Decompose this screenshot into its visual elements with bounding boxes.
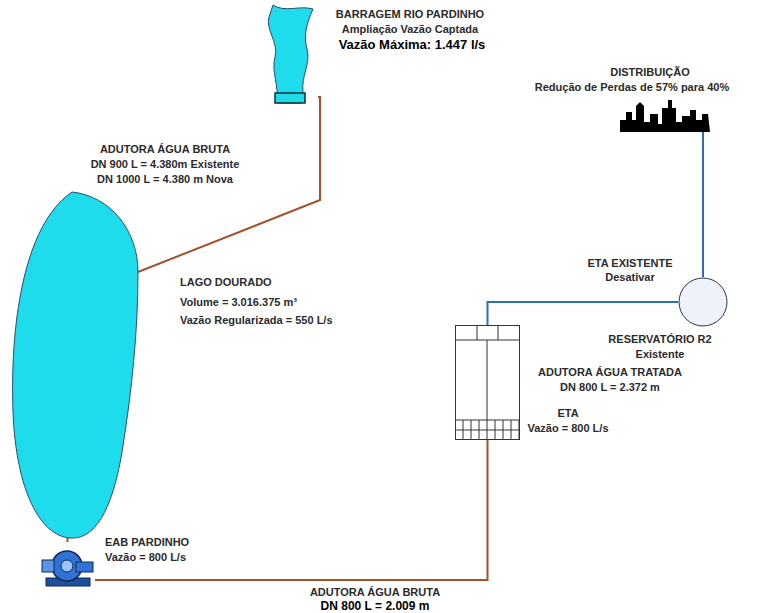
pipeline-label: ETA EXISTENTE — [588, 257, 673, 270]
treatment-plant-outline — [455, 325, 520, 440]
node-heading: ETA — [557, 407, 578, 420]
node-detail: Existente — [636, 348, 685, 361]
lake-outline — [10, 190, 140, 540]
pump-symbol: EAB PARDINHOVazão = 800 L/s — [40, 542, 95, 590]
node-detail: Redução de Perdas de 57% para 40% — [535, 81, 729, 94]
pipeline-label: ADUTORA ÁGUA TRATADA — [538, 366, 682, 379]
reservoir-circle-outline — [678, 277, 728, 327]
pipeline-label: DN 1000 L = 4.380 m Nova — [97, 173, 233, 186]
pipeline-label: Desativar — [605, 271, 655, 284]
node-detail: Vazão Máxima: 1.447 l/s — [339, 38, 486, 53]
pipeline-label: ADUTORA ÁGUA BRUTA — [310, 586, 440, 599]
node-heading: BARRAGEM RIO PARDINHO — [336, 8, 484, 21]
node-heading: EAB PARDINHO — [105, 536, 189, 549]
pipeline — [703, 132, 704, 277]
node-heading: RESERVATÓRIO R2 — [608, 333, 711, 346]
pipeline-label: ADUTORA ÁGUA BRUTA — [100, 143, 230, 156]
pipeline-label: DN 800 L = 2.372 m — [560, 381, 660, 394]
pipeline — [95, 440, 488, 580]
river-dam: BARRAGEM RIO PARDINHOAmpliação Vazão Cap… — [255, 5, 320, 105]
treatment-plant: ETAVazão = 800 L/s — [455, 325, 520, 440]
node-detail: Volume = 3.016.375 m³ — [180, 296, 297, 309]
node-heading: LAGO DOURADO — [180, 276, 272, 289]
pipeline — [488, 302, 679, 325]
city-skyline-outline — [620, 100, 710, 132]
node-heading: DISTRIBUIÇÃO — [610, 66, 689, 79]
node-detail: Vazão Regularizada = 550 L/s — [180, 314, 333, 327]
lake: LAGO DOURADOVolume = 3.016.375 m³Vazão R… — [10, 190, 140, 540]
pipeline-label: DN 800 L = 2.009 m — [321, 600, 430, 613]
pump-symbol-outline — [40, 542, 95, 590]
node-detail: Ampliação Vazão Captada — [342, 23, 478, 36]
river-dam-outline — [255, 5, 320, 105]
city-skyline: DISTRIBUIÇÃORedução de Perdas de 57% par… — [620, 100, 710, 132]
node-detail: Vazão = 800 L/s — [527, 422, 608, 435]
reservoir-circle: RESERVATÓRIO R2Existente — [678, 277, 728, 327]
node-detail: Vazão = 800 L/s — [105, 551, 186, 564]
pipeline-label: DN 900 L = 4.380m Existente — [91, 158, 240, 171]
